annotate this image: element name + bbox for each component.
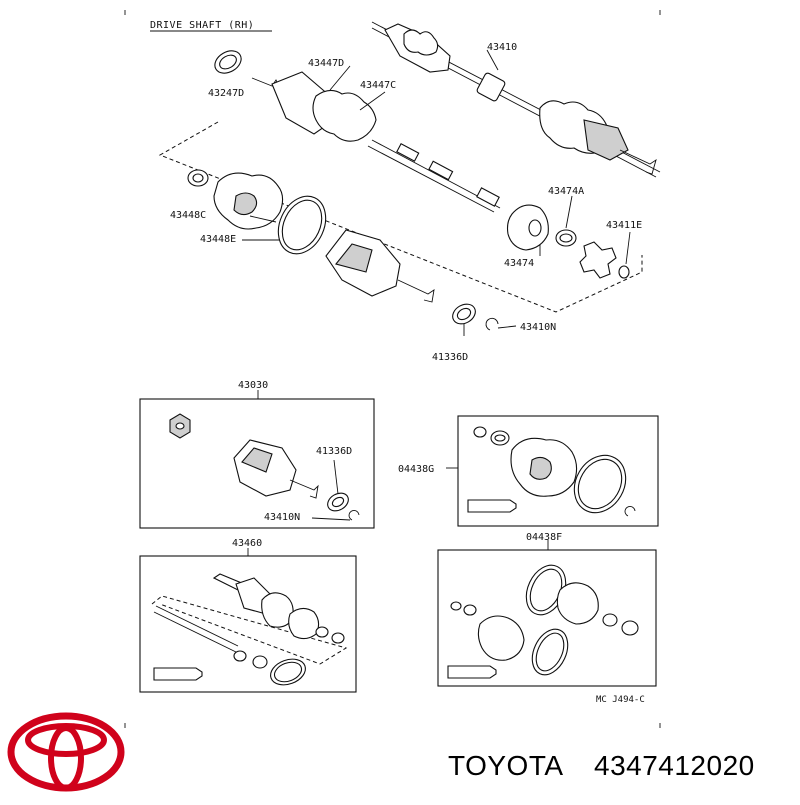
label-43448E: 43448E [200,234,236,245]
label-04438F: 04438F [526,532,562,543]
brand-name: TOYOTA [448,750,564,781]
label-43247D: 43247D [208,88,244,99]
label-43410N-kit: 43410N [264,512,300,523]
label-04438G: 04438G [398,464,434,475]
label-43474A: 43474A [548,186,584,197]
label-43410N: 43410N [520,322,556,333]
label-43411E: 43411E [606,220,642,231]
label-43447D: 43447D [308,58,344,69]
drive-shaft-assembly [371,21,661,178]
kit-box-43460 [139,548,357,693]
part-number: 4347412020 [594,750,755,781]
kit-box-04438G [446,415,659,527]
diagram-code: MC J494-C [596,695,645,705]
exploded-view [158,50,643,336]
label-43030: 43030 [238,380,268,391]
label-41336D-kit: 41336D [316,446,352,457]
label-43448C: 43448C [170,210,206,221]
toyota-logo [7,712,125,792]
label-43460: 43460 [232,538,262,549]
label-43447C: 43447C [360,80,396,91]
kit-box-04438F [437,540,657,687]
label-41336D: 41336D [432,352,468,363]
label-43410: 43410 [487,42,517,53]
diagram-title: DRIVE SHAFT (RH) [150,20,254,31]
label-43474: 43474 [504,258,534,269]
corner-marks [124,10,661,728]
kit-box-43030 [139,390,375,529]
